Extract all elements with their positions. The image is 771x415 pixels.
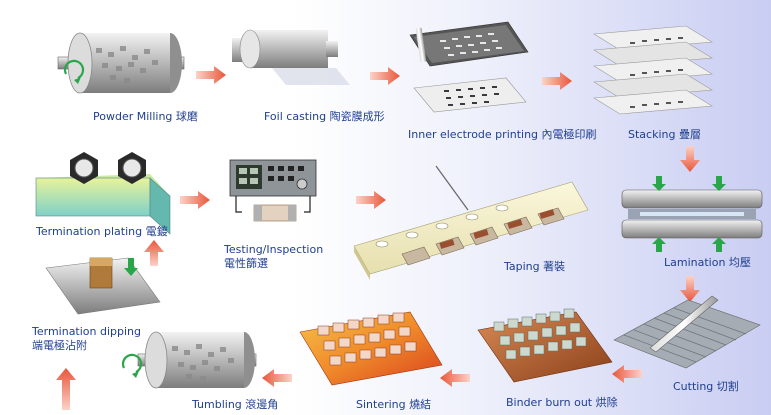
label-sintering: Sintering 燒結 [356, 398, 432, 411]
printing-screen [409, 21, 529, 113]
label-testing-inspection-zh: 電性篩選 [224, 257, 268, 270]
label-stacking: Stacking 疊層 [628, 128, 701, 141]
flow-arrow [680, 276, 700, 302]
termination-plating-bath [35, 152, 171, 235]
binder-burnout-tray [477, 308, 613, 383]
flow-arrow [56, 368, 76, 410]
flow-arrow [196, 66, 226, 84]
tumbling-drum [121, 331, 257, 389]
flow-arrow [262, 369, 292, 387]
termination-dipping-plate [45, 257, 161, 315]
label-termination-dipping: Termination dipping [32, 325, 142, 338]
flow-arrow [542, 72, 572, 90]
label-tumbling: Tumbling 滾邊角 [192, 398, 279, 411]
label-termination-dipping-zh: 端電極沾附 [32, 339, 87, 352]
label-taping: Taping 著裝 [504, 260, 566, 273]
plating-barrel-right [118, 152, 146, 184]
sintering-tray [299, 311, 443, 386]
lamination-press [621, 176, 763, 252]
flow-arrow [680, 146, 700, 172]
stacking-sheets [593, 25, 713, 115]
flow-arrow [370, 67, 400, 85]
flow-arrow [180, 191, 210, 209]
label-cutting: Cutting 切割 [673, 380, 739, 393]
plating-barrel-left [70, 152, 98, 184]
flow-arrow [356, 191, 386, 209]
label-foil-casting: Foil casting 陶瓷膜成形 [264, 110, 385, 123]
label-termination-plating: Termination plating 電鍍 [36, 225, 168, 238]
label-powder-milling: Powder Milling 球磨 [93, 110, 198, 123]
foil-casting-roll [232, 29, 350, 85]
carrier-tape [353, 165, 589, 280]
label-testing-inspection: Testing/Inspection [224, 243, 324, 256]
testing-instrument [229, 159, 317, 222]
label-inner-electrode-printing: Inner electrode printing 內電極印刷 [408, 128, 597, 141]
flow-arrow [144, 240, 164, 266]
powder-milling-drum [57, 32, 185, 94]
label-lamination: Lamination 均壓 [664, 256, 751, 269]
cutting-block [613, 295, 761, 369]
label-binder-burnout: Binder burn out 烘除 [506, 396, 618, 409]
flow-arrow [440, 369, 470, 387]
flow-arrow [612, 365, 642, 383]
